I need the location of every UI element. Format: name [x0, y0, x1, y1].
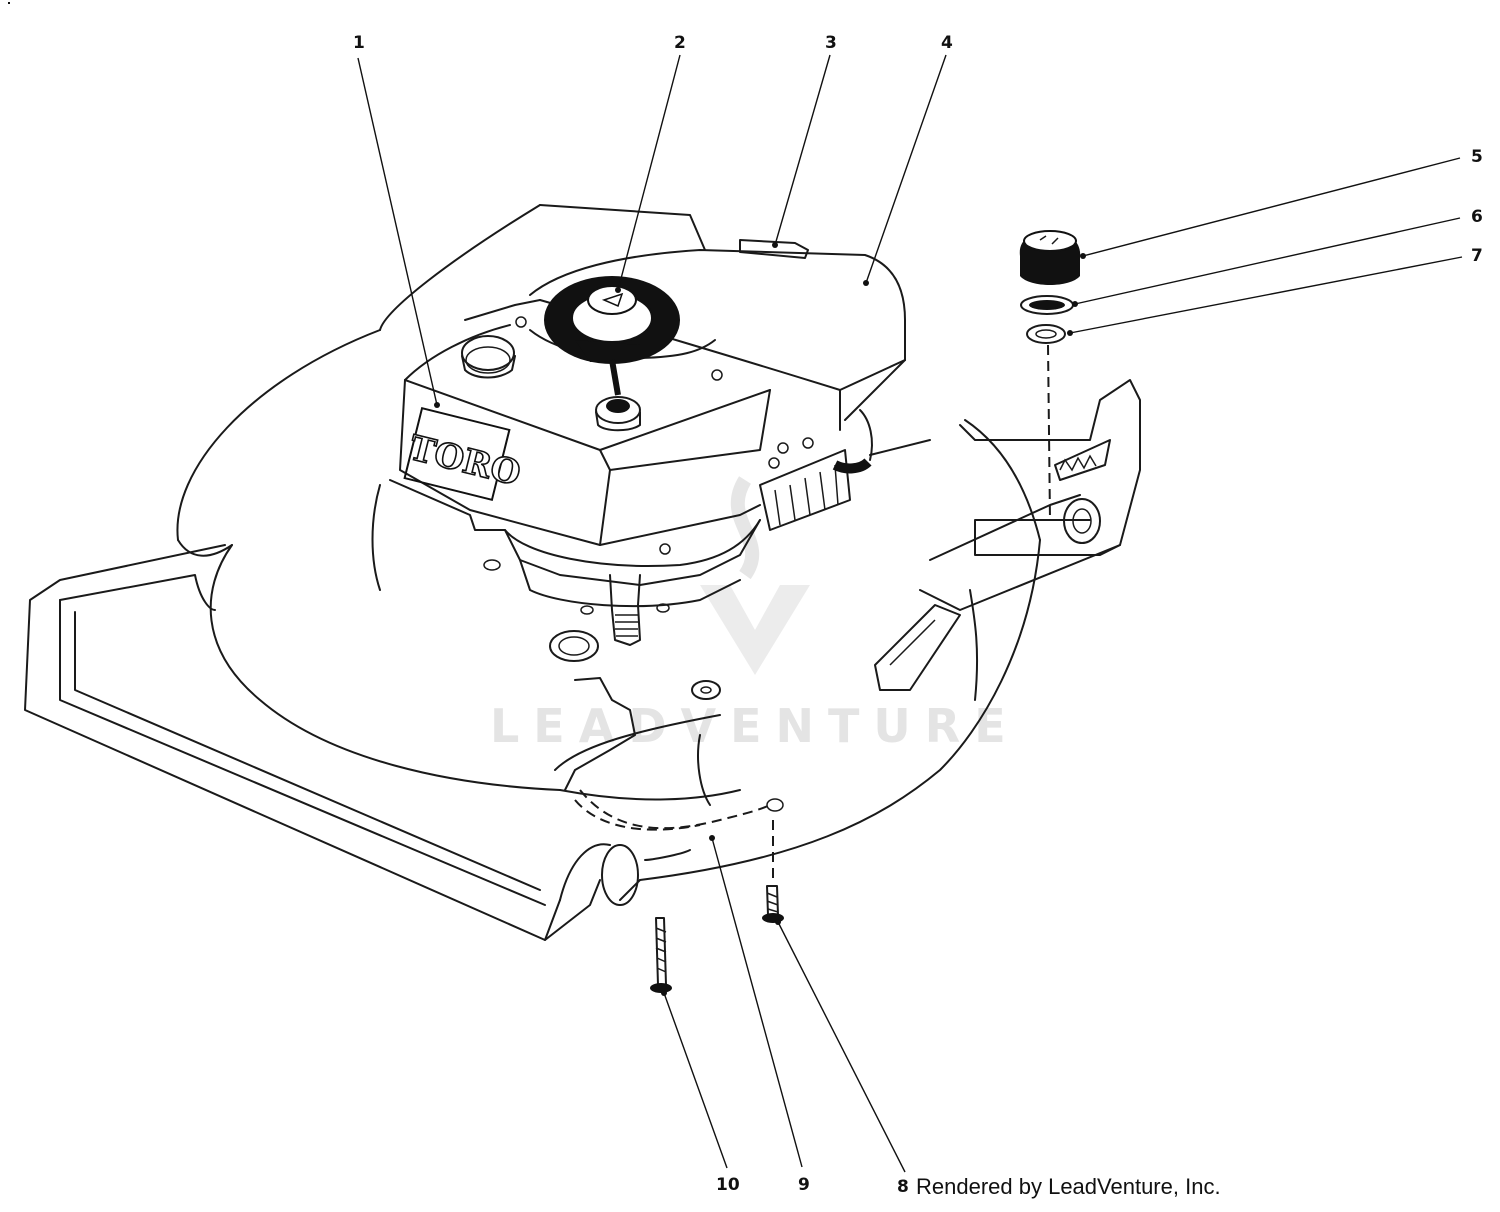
callout-1: 1 — [353, 33, 365, 53]
watermark: LEADVENTURE — [490, 476, 1020, 753]
loose-parts — [650, 230, 1081, 993]
callout-10: 10 — [716, 1175, 740, 1195]
engine: TORO — [371, 239, 906, 608]
callout-9: 9 — [798, 1175, 810, 1195]
callout-6: 6 — [1471, 207, 1483, 227]
credit-line: Rendered by LeadVenture, Inc. — [916, 1174, 1221, 1199]
mower-deck — [24, 204, 1141, 941]
corner-mark — [8, 2, 10, 4]
callout-8: 8 — [897, 1177, 909, 1197]
callout-4: 4 — [941, 33, 953, 53]
callout-2: 2 — [674, 33, 686, 53]
callout-7: 7 — [1471, 246, 1483, 266]
callout-3: 3 — [825, 33, 837, 53]
watermark-text: LEADVENTURE — [490, 699, 1020, 753]
leader-lines — [357, 54, 1463, 1173]
callout-5: 5 — [1471, 147, 1483, 167]
callout-numbers: 1 2 3 4 5 6 7 8 9 10 — [353, 33, 1483, 1197]
